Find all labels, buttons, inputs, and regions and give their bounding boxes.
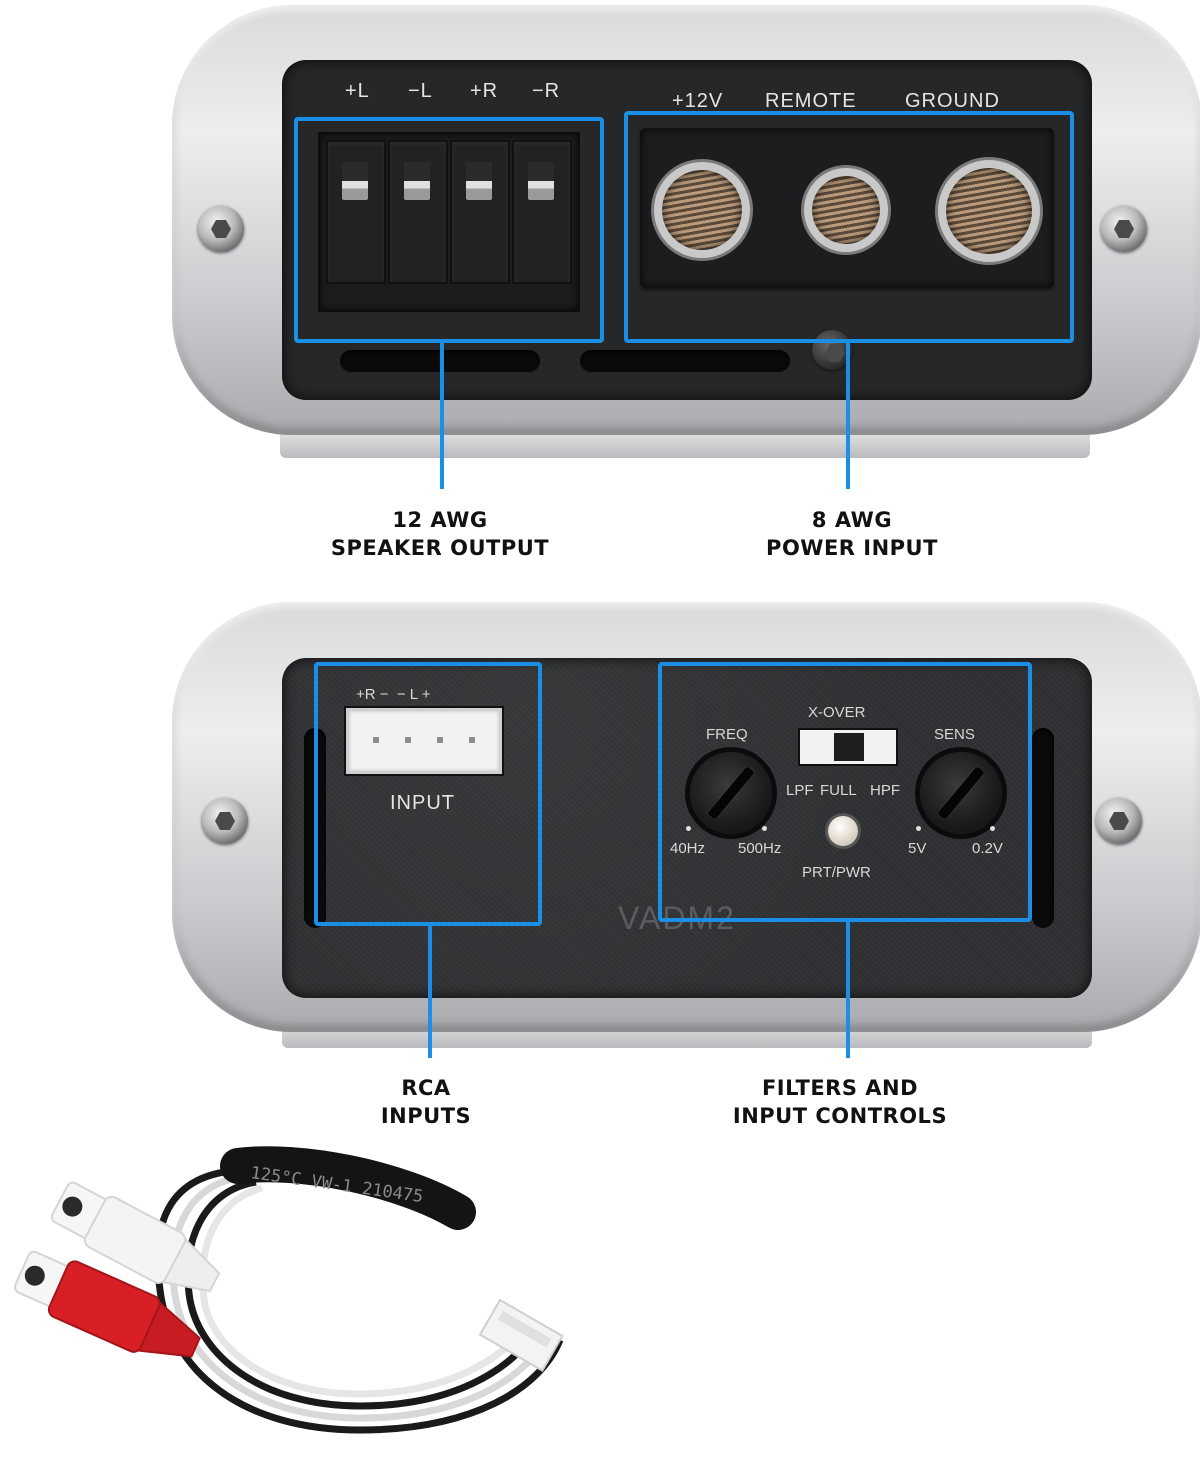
rca-inputs-callout-line	[428, 922, 432, 1058]
power-input-caption-line-2: POWER INPUT	[766, 536, 938, 560]
speaker-terminal-block	[318, 132, 580, 312]
xover-hpf-label: HPF	[870, 782, 900, 799]
filters-callout-box	[658, 662, 1032, 922]
power-terminal-label-2: REMOTE	[765, 90, 857, 112]
sens-max-label: 0.2V	[972, 840, 1003, 857]
bottom-amplifier: +R − − L + INPUT X-OVER LPF FULL HPF FRE…	[0, 600, 1200, 1060]
rca-inputs-callout-box	[314, 662, 542, 926]
xover-full-label: FULL	[820, 782, 857, 799]
speaker-output-caption-line-1: 12 AWG	[392, 508, 488, 532]
xover-label: X-OVER	[808, 704, 866, 721]
power-terminal-remote[interactable]	[812, 176, 880, 244]
speaker-terminal-1[interactable]	[326, 140, 386, 284]
filters-caption-line-1: FILTERS AND	[761, 1076, 919, 1100]
input-label: INPUT	[390, 792, 455, 814]
bottom-right-screw	[1096, 798, 1142, 844]
sens-label: SENS	[934, 726, 975, 743]
speaker-terminal-label-1: +L	[345, 80, 370, 102]
power-input-callout-line	[846, 339, 850, 489]
freq-label: FREQ	[706, 726, 748, 743]
filters-callout-line	[846, 918, 850, 1058]
power-input-caption: 8 AWG POWER INPUT	[712, 506, 992, 562]
cable-illustration: 125°C VW-1 210475	[13, 1146, 564, 1434]
power-terminal-label-1: +12V	[672, 90, 724, 112]
cable-jst-connector	[478, 1298, 564, 1373]
top-panel-screw	[812, 330, 852, 370]
sens-knob[interactable]	[920, 752, 1002, 834]
power-input-caption-line-1: 8 AWG	[811, 508, 893, 532]
sens-min-label: 5V	[908, 840, 927, 857]
speaker-terminal-label-2: −L	[408, 80, 433, 102]
protect-power-led	[828, 816, 858, 846]
speaker-output-caption: 12 AWG SPEAKER OUTPUT	[300, 506, 580, 562]
led-label: PRT/PWR	[802, 864, 871, 881]
bottom-left-screw	[202, 798, 248, 844]
power-terminal-block	[640, 128, 1054, 288]
rca-plug-red	[13, 1250, 201, 1358]
speaker-terminal-4[interactable]	[512, 140, 572, 284]
rca-inputs-caption-line-2: INPUTS	[380, 1104, 472, 1128]
top-amplifier: +L −L +R −R +12V REMOTE GROUND	[0, 0, 1200, 470]
speaker-output-caption-line-2: SPEAKER OUTPUT	[330, 536, 550, 560]
xover-lpf-label: LPF	[786, 782, 814, 799]
speaker-terminal-label-3: +R	[470, 80, 499, 102]
input-connector[interactable]	[346, 708, 502, 774]
rca-plug-white	[50, 1181, 221, 1293]
top-right-screw	[1101, 206, 1147, 252]
power-terminal-label-3: GROUND	[905, 90, 1000, 112]
filters-caption: FILTERS AND INPUT CONTROLS	[700, 1074, 980, 1130]
top-vent-right	[580, 350, 790, 372]
xover-switch[interactable]	[798, 728, 898, 766]
speaker-output-callout-box	[294, 117, 604, 343]
power-input-callout-box	[624, 111, 1074, 343]
speaker-output-callout-line	[440, 339, 444, 489]
freq-max-label: 500Hz	[738, 840, 782, 857]
speaker-terminal-2[interactable]	[388, 140, 448, 284]
freq-min-label: 40Hz	[670, 840, 706, 857]
rca-inputs-caption-line-1: RCA	[401, 1076, 451, 1100]
top-left-screw	[198, 206, 244, 252]
power-terminal-ground[interactable]	[946, 168, 1032, 254]
bottom-vent-right	[1032, 728, 1054, 928]
rca-adapter-cable: 125°C VW-1 210475	[0, 1130, 600, 1450]
input-pin-labels: +R − − L +	[356, 686, 431, 703]
power-terminal-12v[interactable]	[662, 170, 742, 250]
filters-caption-line-2: INPUT CONTROLS	[732, 1104, 948, 1128]
speaker-terminal-3[interactable]	[450, 140, 510, 284]
freq-knob[interactable]	[690, 752, 772, 834]
rca-inputs-caption: RCA INPUTS	[306, 1074, 546, 1130]
speaker-terminal-label-4: −R	[532, 80, 561, 102]
